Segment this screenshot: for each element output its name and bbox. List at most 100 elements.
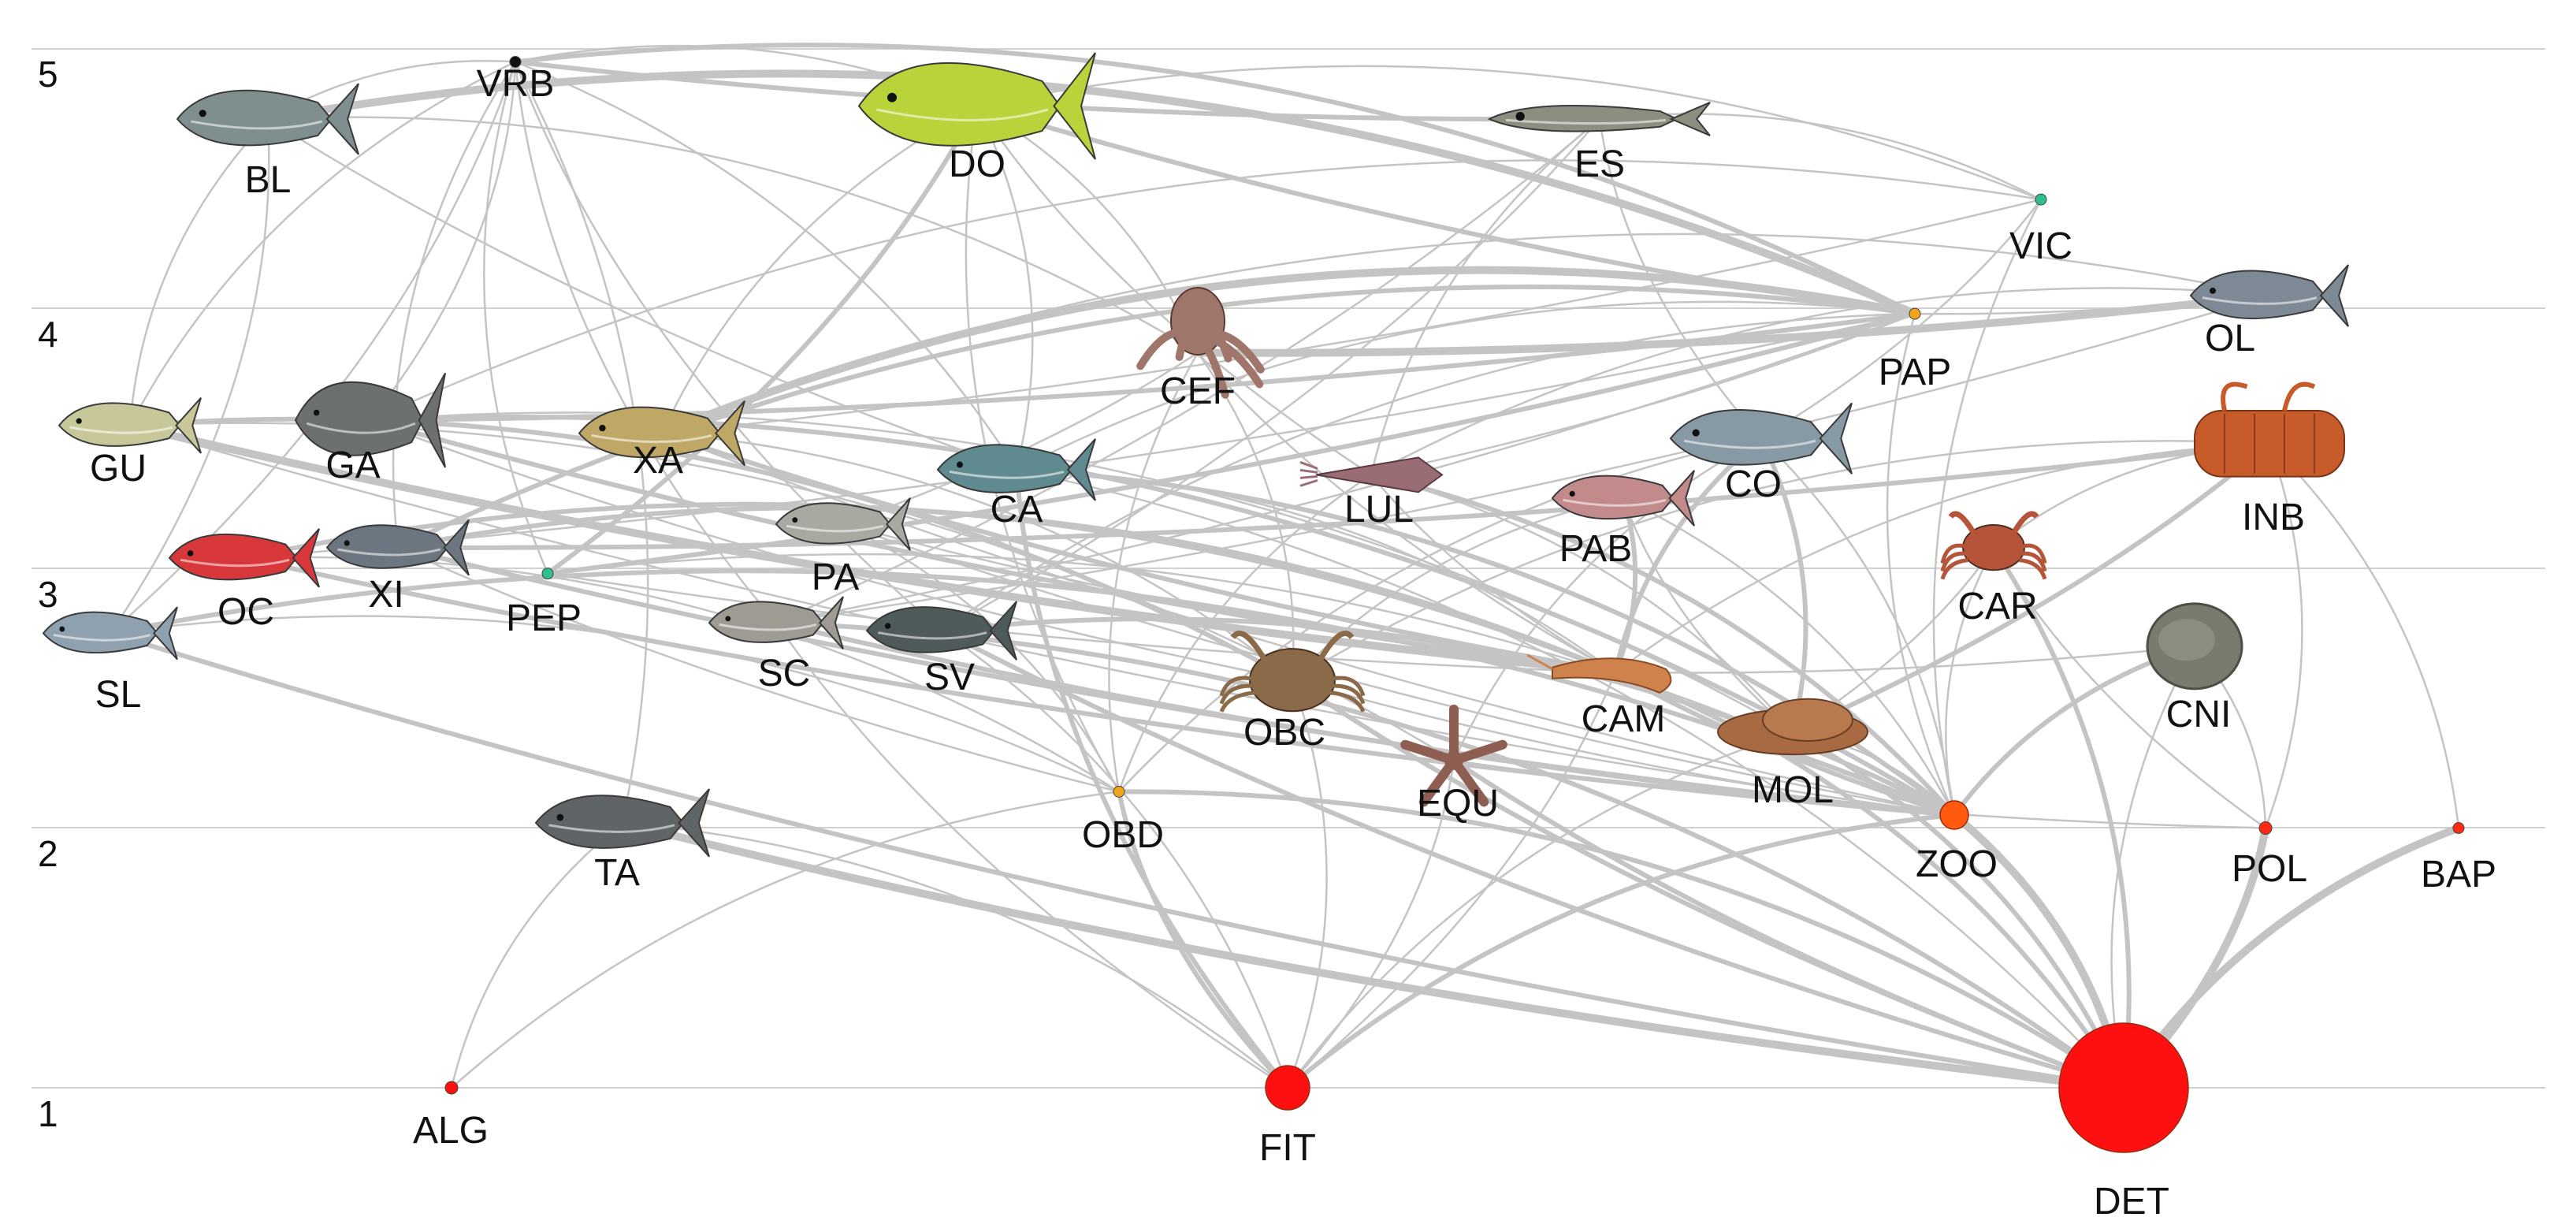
grouper-icon: [1669, 402, 1853, 475]
link-XA-ZOO: [660, 432, 1956, 817]
node-es: ES: [1487, 102, 1711, 185]
link-BL-PAP: [264, 69, 1919, 318]
dot-icon: [2452, 822, 2465, 834]
node-label-pab: PAB: [1559, 528, 1632, 570]
dot-icon: [2035, 193, 2047, 206]
node-obd: OBD: [1082, 785, 1164, 856]
link-OBD-ALG: [450, 791, 1121, 1089]
node-label-xa: XA: [633, 440, 683, 482]
link-SL-DET: [108, 631, 2126, 1090]
link-PAB-MOL: [1622, 497, 1794, 733]
node-label-es: ES: [1574, 143, 1625, 185]
node-label-do: DO: [949, 143, 1005, 185]
trophic-links: [108, 43, 2463, 1092]
link-LUL-OBD: [1117, 474, 1373, 793]
jack-icon: [578, 400, 745, 467]
node-ta: TA: [534, 788, 710, 894]
node-label-sv: SV: [924, 657, 975, 698]
link-INB-POL: [2264, 442, 2303, 829]
link-CA-CAM: [1015, 468, 1617, 674]
link-VRB-PEP: [483, 61, 549, 575]
pompano-icon: [775, 497, 911, 551]
node-det: DET: [2058, 1022, 2189, 1223]
link-CO-EQU: [1452, 437, 1763, 762]
link-VRB-XI: [392, 61, 517, 549]
link-DO-PAP: [975, 103, 1917, 317]
link-SC-FIT: [775, 621, 1289, 1089]
link-SV-DET: [939, 628, 2126, 1090]
snapper-icon: [1551, 470, 1695, 527]
link-PAB-ZOO: [1622, 497, 1956, 817]
node-label-obc: OBC: [1243, 712, 1325, 754]
link-VIC-XA: [660, 198, 2043, 434]
mullet-icon: [534, 788, 710, 858]
node-bl: BL: [176, 83, 359, 201]
node-label-gu: GU: [90, 448, 147, 489]
node-label-alg: ALG: [413, 1110, 489, 1152]
octopus-icon: [1136, 287, 1265, 399]
node-label-sc: SC: [758, 653, 811, 694]
needlefish-icon: [1487, 102, 1711, 136]
node-xa: XA: [578, 400, 745, 482]
link-SL-OBD: [109, 615, 1121, 793]
link-SC-ZOO: [774, 620, 1957, 818]
level-label-1: 1: [38, 1093, 58, 1134]
link-CEF-CAM: [1196, 352, 1617, 674]
node-label-fit: FIT: [1259, 1127, 1316, 1169]
link-LUL-CAM: [1370, 474, 1617, 674]
link-CO-MOL: [1759, 436, 1808, 735]
node-gu: GU: [58, 397, 202, 489]
level-label-2: 2: [38, 833, 58, 874]
node-mol: MOL: [1717, 698, 1868, 811]
fish-icon: [708, 596, 844, 650]
link-EQU-DET: [1452, 757, 2126, 1090]
dot-icon: [2058, 1022, 2189, 1153]
dot-icon: [509, 55, 522, 68]
link-TA-ALG: [450, 821, 624, 1089]
link-CAR-DET: [1991, 545, 2132, 1090]
node-vic: VIC: [2009, 193, 2072, 267]
node-label-vrb: VRB: [477, 63, 555, 105]
node-label-pap: PAP: [1879, 352, 1951, 393]
link-CAM-DET: [1613, 669, 2126, 1090]
link-CA-FIT: [1014, 467, 1290, 1090]
link-PAP-XA: [658, 266, 1919, 437]
mollusc-icon: [1717, 698, 1868, 756]
link-ES-CO: [1598, 117, 1763, 440]
node-ol: OL: [2189, 264, 2349, 359]
link-VIC-ZOO: [1932, 198, 2043, 817]
link-TA-DET: [619, 818, 2128, 1092]
link-BL-SL: [109, 117, 270, 635]
node-label-mol: MOL: [1752, 769, 1834, 811]
node-label-zoo: ZOO: [1916, 843, 1998, 885]
node-label-bl: BL: [245, 159, 292, 201]
node-label-pep: PEP: [506, 597, 582, 639]
crab-icon: [1940, 511, 2047, 580]
node-label-lul: LUL: [1344, 489, 1414, 530]
node-label-oc: OC: [217, 591, 274, 633]
link-VIC-GA: [369, 159, 2043, 422]
node-lul: LUL: [1299, 456, 1444, 530]
link-LUL-MOL: [1370, 474, 1794, 733]
node-label-inb: INB: [2242, 497, 2305, 538]
link-LUL-ZOO: [1369, 472, 1957, 818]
dot-icon: [1939, 800, 1969, 830]
node-pap: PAP: [1879, 307, 1951, 393]
link-EQU-POL: [1452, 759, 2267, 829]
mackerel-icon: [2189, 264, 2349, 327]
node-car: CAR: [1940, 511, 2047, 627]
node-label-car: CAR: [1957, 586, 2037, 627]
link-MOL-DET: [1790, 729, 2126, 1090]
link-VRB-SV: [514, 61, 943, 632]
node-label-ca: CA: [991, 489, 1043, 530]
link-CAR-POL: [1992, 546, 2267, 829]
link-PAP-CA: [1015, 300, 1916, 471]
node-pep: PEP: [506, 568, 582, 639]
link-DO-CA: [976, 105, 1034, 471]
node-sc: SC: [708, 596, 844, 694]
dot-icon: [1113, 785, 1125, 798]
link-VIC-CO: [1760, 198, 2043, 440]
link-PA-CAM: [842, 523, 1617, 674]
